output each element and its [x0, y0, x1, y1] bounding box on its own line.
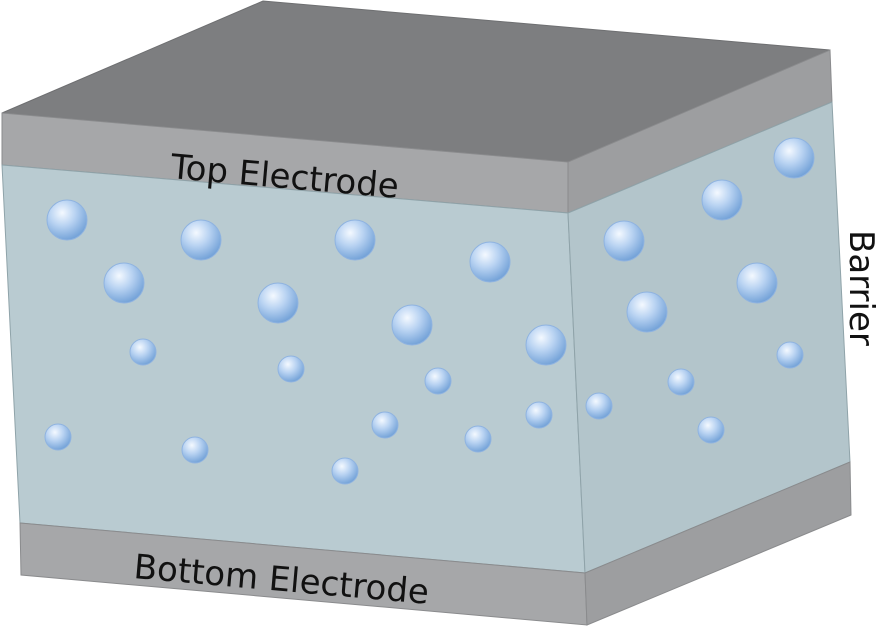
bubble [180, 219, 222, 261]
bottom-electrode-side-face [584, 461, 852, 626]
bubble [469, 241, 511, 283]
top-electrode [1, 0, 833, 214]
bottom-electrode [19, 461, 852, 626]
bubble [585, 392, 613, 420]
bubble [334, 219, 376, 261]
bubble [391, 304, 433, 346]
bubble [129, 338, 157, 366]
bubble [626, 291, 668, 333]
bubble [103, 262, 145, 304]
bubble [44, 423, 72, 451]
bubble [603, 220, 645, 262]
bubble [697, 416, 725, 444]
bubble [773, 137, 815, 179]
bubble [371, 411, 399, 439]
bubble [525, 324, 567, 366]
bubble [181, 436, 209, 464]
bubbles [44, 137, 815, 485]
bubble [776, 341, 804, 369]
bubble [277, 355, 305, 383]
barrier-label: Barrier [841, 230, 881, 346]
bubble [736, 262, 778, 304]
bubble [331, 457, 359, 485]
bubble [525, 401, 553, 429]
bubble [257, 282, 299, 324]
bubble [46, 199, 88, 241]
bubble [424, 367, 452, 395]
bubble [701, 179, 743, 221]
bubble [464, 425, 492, 453]
bubble [667, 368, 695, 396]
